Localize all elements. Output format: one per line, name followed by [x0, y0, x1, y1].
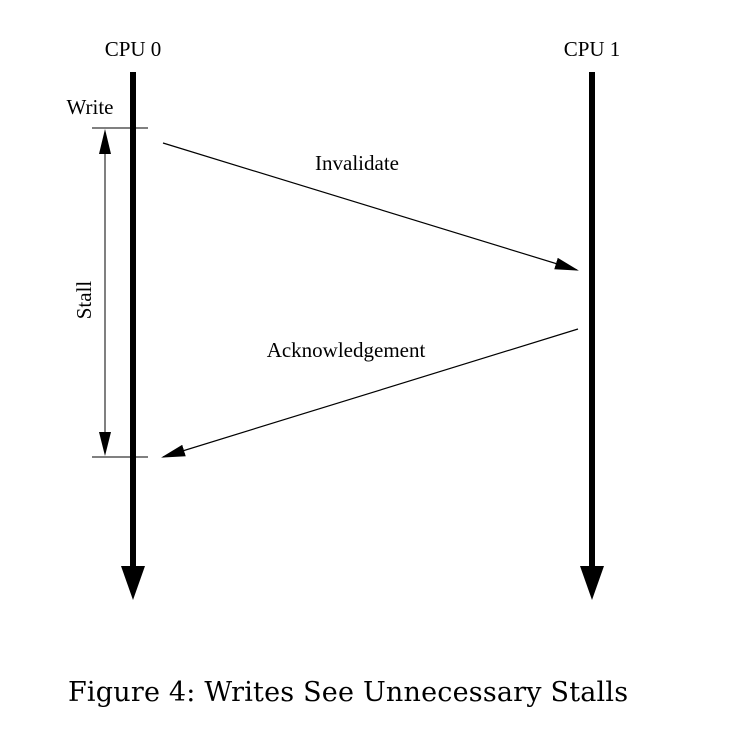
- cpu1-label: CPU 1: [564, 37, 621, 61]
- stall-label: Stall: [72, 281, 96, 320]
- cpu0-timeline-arrowhead: [121, 566, 145, 600]
- acknowledgement-label: Acknowledgement: [267, 338, 426, 362]
- stall-arrowhead-up: [99, 129, 111, 154]
- cpu0-label: CPU 0: [105, 37, 162, 61]
- acknowledgement-arrow: [161, 328, 579, 458]
- invalidate-label: Invalidate: [315, 151, 399, 175]
- stall-arrowhead-down: [99, 432, 111, 456]
- figure-caption: Figure 4: Writes See Unnecessary Stalls: [68, 677, 629, 708]
- cpu1-timeline-arrowhead: [580, 566, 604, 600]
- write-label: Write: [67, 95, 114, 119]
- invalidate-arrow: [162, 142, 579, 271]
